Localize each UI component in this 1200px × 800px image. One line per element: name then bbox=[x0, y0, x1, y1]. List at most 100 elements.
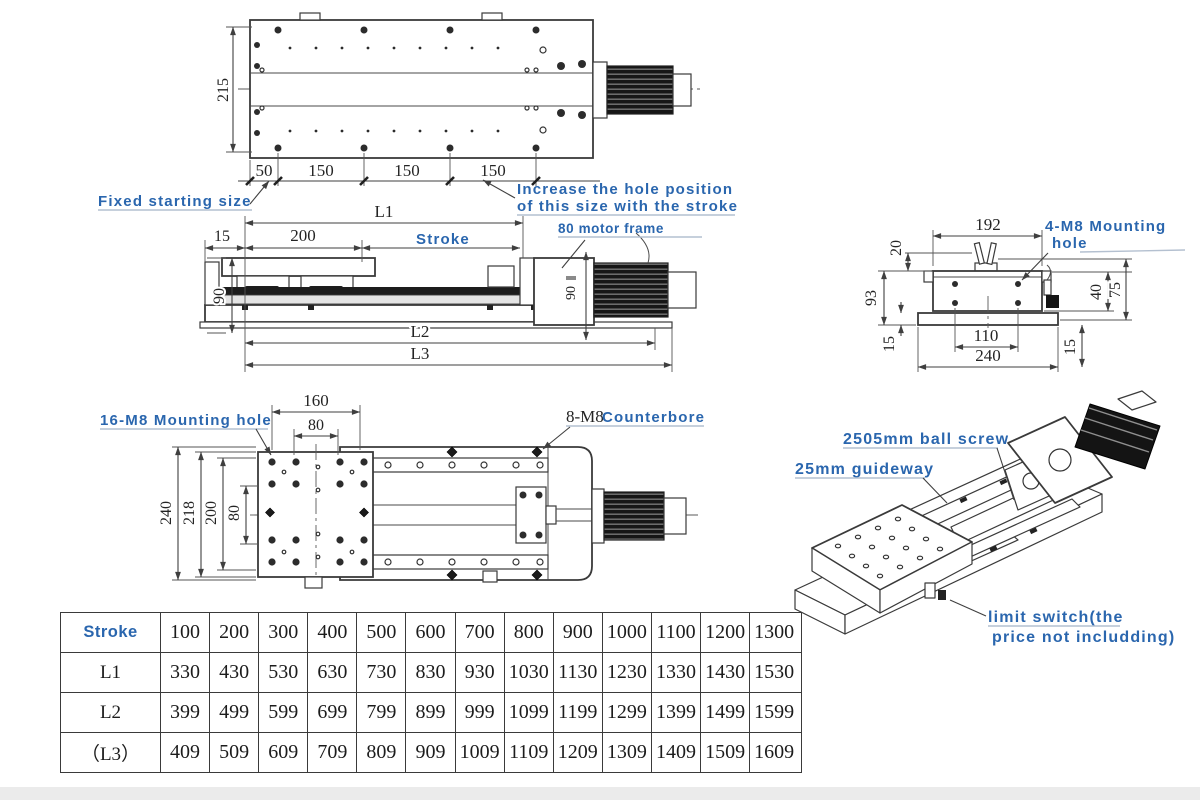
table-cell: 1430 bbox=[700, 653, 749, 692]
stage-body bbox=[339, 446, 593, 581]
dim-chain-bottom: 50 150 150 150 bbox=[238, 153, 600, 186]
cable-gland bbox=[973, 241, 998, 272]
table-cell: 1209 bbox=[552, 733, 602, 772]
table-cell: 1330 bbox=[650, 653, 700, 692]
table-cell: 1300 bbox=[749, 613, 798, 652]
dim-label-l2: L2 bbox=[411, 322, 430, 341]
counterbore-holes bbox=[446, 446, 543, 581]
table-cell: 1099 bbox=[503, 693, 553, 732]
table-cell: 1230 bbox=[601, 653, 651, 692]
dim-label-15r: 15 bbox=[1062, 339, 1079, 355]
table-cell: 1030 bbox=[503, 653, 553, 692]
dim-label-15: 15 bbox=[881, 336, 898, 352]
carriage-top bbox=[257, 451, 374, 578]
rail-holes bbox=[384, 461, 544, 566]
dim-160-80: 160 80 bbox=[271, 389, 361, 455]
iso-motor-flange bbox=[1007, 416, 1113, 504]
iso-limit-switch bbox=[924, 582, 936, 599]
table-cell: 1130 bbox=[552, 653, 602, 692]
table-cell: 809 bbox=[356, 733, 405, 772]
dim-215: 215 bbox=[213, 26, 252, 153]
clamp-tab bbox=[299, 12, 321, 21]
table-cell: 730 bbox=[356, 653, 405, 692]
table-cell: 609 bbox=[258, 733, 307, 772]
right-bearing-block bbox=[519, 257, 535, 306]
motor-body bbox=[593, 262, 669, 318]
note-16m8-text: 16-M8 Mounting hole bbox=[100, 412, 272, 429]
dim-l3: L3 bbox=[244, 328, 673, 372]
carriage-section bbox=[932, 270, 1043, 312]
dim-label-150: 150 bbox=[308, 161, 334, 180]
dim-label-15: 15 bbox=[214, 228, 230, 245]
note-limit-text-2: price not includding) bbox=[992, 629, 1175, 646]
table-cell: 909 bbox=[405, 733, 454, 772]
table-cell: 899 bbox=[405, 693, 454, 732]
table-cell: 699 bbox=[307, 693, 356, 732]
table-row-label: L1 bbox=[99, 661, 122, 683]
leader-line bbox=[1021, 252, 1049, 281]
table-cell: 200 bbox=[209, 613, 258, 652]
motor-body bbox=[603, 491, 665, 541]
iso-view: 2505mm ball screw 25mm guideway limit sw… bbox=[794, 390, 1175, 646]
switch-dog bbox=[304, 576, 323, 589]
table-cell: 1100 bbox=[650, 613, 700, 652]
motor-cable bbox=[635, 232, 650, 264]
dim-label-200: 200 bbox=[290, 226, 316, 245]
iso-carriage-side bbox=[879, 541, 973, 614]
dim-l1: L1 bbox=[244, 200, 524, 372]
table-cell: 509 bbox=[209, 733, 258, 772]
note-increase-hole-position: Increase the hole position of this size … bbox=[482, 179, 737, 216]
dim-240: 240 bbox=[917, 327, 1059, 372]
dim-label-150: 150 bbox=[394, 161, 420, 180]
note-8m8-text: Counterbore bbox=[602, 409, 705, 426]
note-limit-text-1: limit switch(the bbox=[988, 609, 1124, 626]
table-cell: 600 bbox=[405, 613, 454, 652]
clamp-tab bbox=[481, 12, 503, 21]
table-cell: 500 bbox=[356, 613, 405, 652]
limit-switch-plan bbox=[482, 570, 498, 583]
dim-192: 192 bbox=[932, 213, 1043, 266]
note-16m8: 16-M8 Mounting hole bbox=[100, 412, 272, 456]
dim-label-20: 20 bbox=[888, 240, 905, 256]
table-cell: 709 bbox=[307, 733, 356, 772]
dim-label-150: 150 bbox=[480, 161, 506, 180]
dim-15-left: 15 bbox=[879, 302, 904, 354]
iso-motor-connector bbox=[1117, 390, 1157, 411]
note-8m8: 8-M8 Counterbore bbox=[542, 405, 705, 450]
dim-label-215: 215 bbox=[215, 78, 232, 102]
side-view: 90 L1 15 200 Stroke 90 bbox=[199, 200, 702, 372]
dim-label-l3: L3 bbox=[411, 344, 430, 363]
motor-cap bbox=[667, 271, 697, 309]
left-step bbox=[923, 270, 934, 283]
table-cell: 930 bbox=[454, 653, 504, 692]
plan-view: 160 80 240 218 200 80 16-M8 Mounti bbox=[100, 389, 705, 589]
end-view: 192 20 93 15 110 240 bbox=[861, 213, 1186, 372]
note-4m8: 4-M8 Mounting hole bbox=[1021, 218, 1186, 281]
table-cell: 430 bbox=[209, 653, 258, 692]
table-cell: 1499 bbox=[700, 693, 749, 732]
motor-top bbox=[592, 61, 692, 119]
dim-label-192: 192 bbox=[975, 215, 1001, 234]
table-cell: 1599 bbox=[749, 693, 798, 732]
dims-right: 40 75 15 bbox=[998, 258, 1132, 368]
table-cell: 700 bbox=[454, 613, 504, 652]
note-guideway-text: 25mm guideway bbox=[795, 461, 934, 478]
table-cell: 1199 bbox=[552, 693, 602, 732]
dim-label-240: 240 bbox=[158, 501, 175, 525]
table-cell: 800 bbox=[503, 613, 553, 652]
motor-plan bbox=[591, 488, 687, 544]
table-cell: 530 bbox=[258, 653, 307, 692]
leader-line bbox=[542, 426, 571, 450]
dim-label-240: 240 bbox=[975, 346, 1001, 365]
table-cell: 799 bbox=[356, 693, 405, 732]
note-4m8-text-1: 4-M8 Mounting bbox=[1045, 218, 1166, 235]
leader-line bbox=[255, 428, 272, 456]
note-fixed-starting-size: Fixed starting size bbox=[98, 180, 270, 211]
table-cell: 499 bbox=[209, 693, 258, 732]
carriage-plate bbox=[221, 257, 376, 277]
